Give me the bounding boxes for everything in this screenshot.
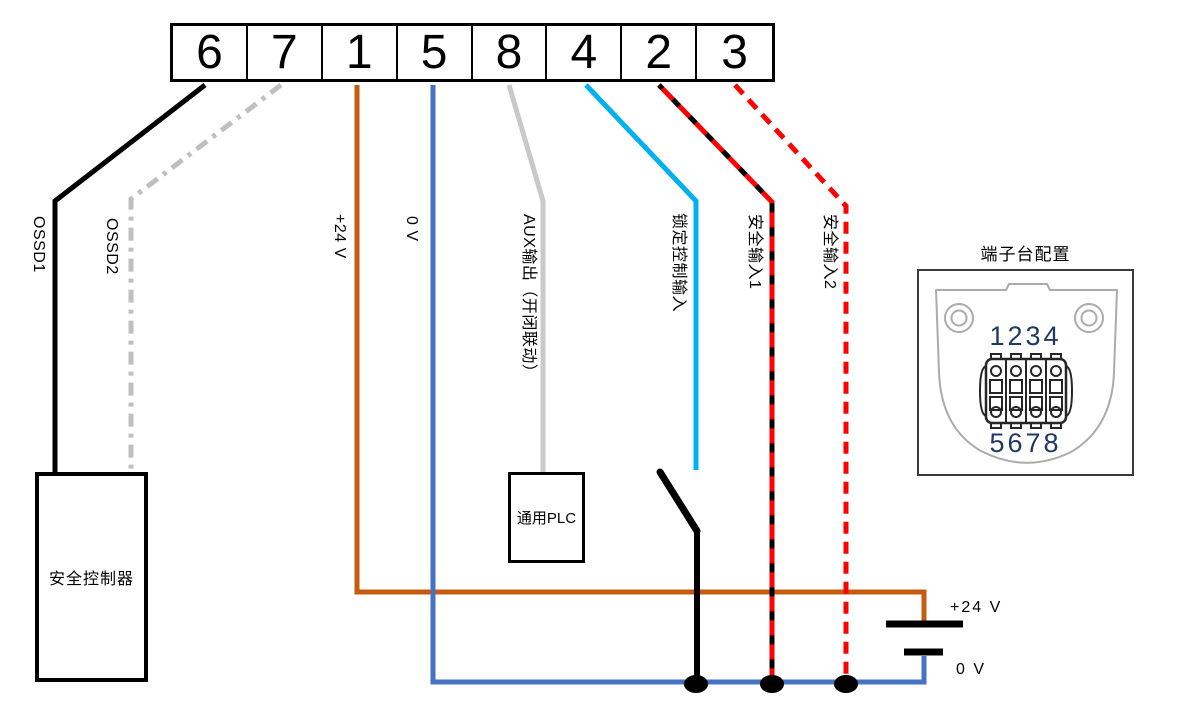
terminal-config-top-numbers: 1234 xyxy=(989,321,1062,351)
switch-lever xyxy=(656,468,701,535)
terminal-cell-1: 1 xyxy=(323,26,398,79)
wire-label-safety-input1: 安全输入1 xyxy=(746,214,763,290)
wire-aux xyxy=(506,84,546,472)
power-negative-label: 0 V xyxy=(956,661,987,678)
wire-safety-input2 xyxy=(733,83,849,681)
wire-label-lock-control: 锁定控制输入 xyxy=(670,213,687,313)
power-positive-label: +24 V xyxy=(950,599,1003,616)
plc-box: 通用PLC xyxy=(508,472,585,563)
wire-label-plus24v: +24 V xyxy=(331,214,348,259)
terminal-cell-2: 2 xyxy=(622,26,698,79)
safety-controller-box: 安全控制器 xyxy=(35,472,148,682)
wire-label-0v: 0 V xyxy=(403,216,420,242)
wire-label-safety-input2: 安全输入2 xyxy=(821,214,838,290)
terminal-config-bottom-numbers: 5678 xyxy=(989,428,1062,458)
wire-label-ossd2: OSSD2 xyxy=(103,218,120,275)
terminal-strip: 6 7 1 5 8 4 2 3 xyxy=(170,23,775,82)
junction-dot-switch xyxy=(684,675,708,693)
wire-lock-control xyxy=(584,83,699,470)
terminal-cell-7: 7 xyxy=(248,26,323,79)
screw-hole-right-inner xyxy=(1080,309,1098,327)
wire-plus24v xyxy=(354,85,927,621)
terminal-cell-6: 6 xyxy=(173,26,248,79)
wire-0v xyxy=(430,85,927,685)
terminal-config-title: 端子台配置 xyxy=(980,245,1071,264)
wire-ossd2 xyxy=(128,83,283,470)
junction-dot-safety2 xyxy=(834,675,858,693)
wire-ossd1 xyxy=(52,83,207,474)
screw-hole-left-inner xyxy=(950,309,968,327)
wire-label-aux: AUX输出（开闭联动） xyxy=(520,214,537,381)
junction-dot-safety1 xyxy=(760,675,784,693)
terminal-config-drawing xyxy=(917,269,1134,476)
terminal-block-grid xyxy=(978,353,1074,429)
terminal-cell-8: 8 xyxy=(473,26,548,79)
wire-label-ossd1: OSSD1 xyxy=(30,216,47,273)
terminal-cell-5: 5 xyxy=(398,26,473,79)
safety-controller-label: 安全控制器 xyxy=(48,571,134,588)
terminal-cell-3: 3 xyxy=(721,26,748,79)
wire-safety-input1-overlay xyxy=(657,83,775,681)
plc-label: 通用PLC xyxy=(516,510,577,527)
terminal-cell-4: 4 xyxy=(547,26,623,79)
